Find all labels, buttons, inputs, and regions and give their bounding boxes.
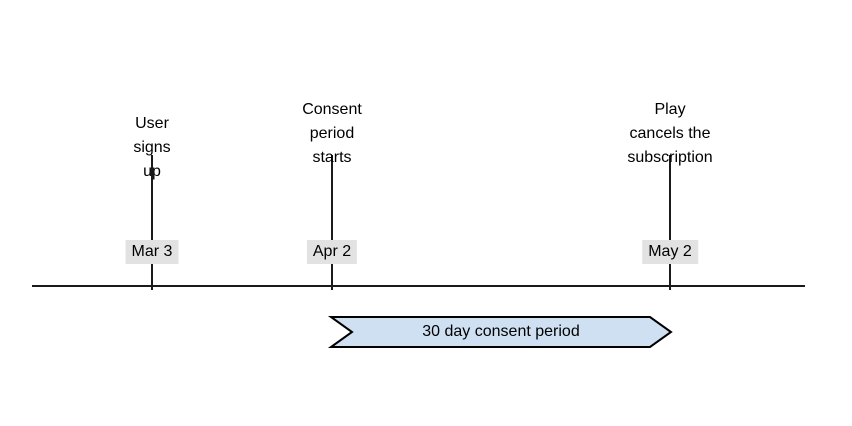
banner-label: 30 day consent period [422,323,580,340]
event-tick-line [331,155,333,290]
banner-arrow-polygon [327,316,673,348]
timeline-axis [32,285,805,287]
event-date-chip: May 2 [642,240,698,264]
consent-period-banner[interactable]: 30 day consent period [327,316,673,348]
banner-arrow-shape [327,316,673,348]
event-label: Play cancels the subscription [627,101,713,166]
event-tick-line [151,155,153,290]
event-date-chip: Mar 3 [125,240,179,264]
event-tick-line [669,155,671,290]
event-label: User signs up [133,115,171,180]
event-label: Consent period starts [302,101,362,166]
event-date-chip: Apr 2 [306,240,358,264]
